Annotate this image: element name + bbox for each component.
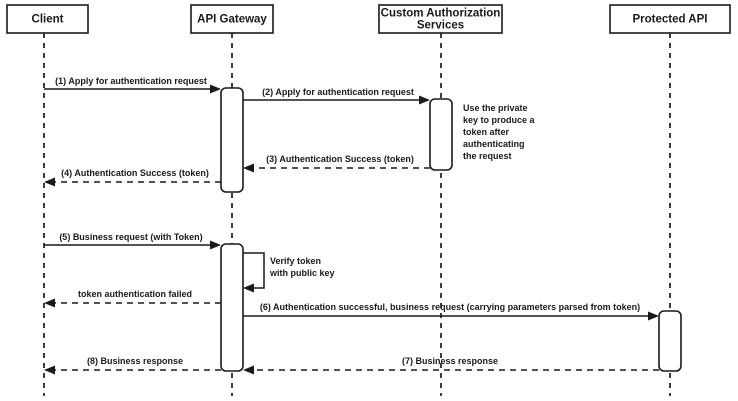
message-4-label: (4) Authentication Success (token) — [61, 168, 209, 178]
self-message-verify-token-line-1: Verify token — [270, 256, 321, 266]
message-3-label: (3) Authentication Success (token) — [266, 154, 414, 164]
message-1-label: (1) Apply for authentication request — [55, 76, 207, 86]
note-private-key-line-2: key to produce a — [463, 115, 536, 125]
message-2-label: (2) Apply for authentication request — [262, 87, 414, 97]
message-token-authentication-failed: token authentication failed — [44, 289, 221, 308]
message-5-label: (5) Business request (with Token) — [59, 232, 202, 242]
activation-custom-auth — [429, 98, 453, 171]
note-private-key-line-3: token after — [463, 127, 510, 137]
note-private-key-line-1: Use the private — [463, 103, 528, 113]
note-private-key-line-4: authenticating — [463, 139, 525, 149]
message-7-business-response: (7) Business response — [243, 356, 659, 375]
message-6-label: (6) Authentication successful, business … — [260, 302, 640, 312]
message-token-authentication-failed-label: token authentication failed — [78, 289, 192, 299]
participant-label-custom-auth-line1: Custom Authorization — [381, 8, 501, 20]
message-2-apply-for-authentication-request: (2) Apply for authentication request — [243, 87, 430, 105]
self-message-verify-token: Verify token with public key — [243, 252, 335, 293]
message-1-apply-for-authentication-request: (1) Apply for authentication request — [44, 76, 221, 94]
note-private-key: Use the private key to produce a token a… — [463, 103, 536, 161]
activation-protected-api — [658, 310, 682, 372]
participant-box-protected-api[interactable] — [609, 4, 731, 34]
participant-box-custom-auth[interactable] — [378, 4, 503, 34]
participant-label-api-gateway: API Gateway — [197, 14, 267, 26]
message-3-authentication-success-token: (3) Authentication Success (token) — [243, 154, 430, 173]
participant-box-client[interactable] — [6, 4, 89, 34]
message-5-business-request-with-token: (5) Business request (with Token) — [44, 232, 221, 250]
note-private-key-line-5: the request — [463, 151, 512, 161]
participant-label-client: Client — [32, 14, 64, 26]
message-8-business-response: (8) Business response — [44, 356, 221, 375]
activation-api-gateway-auth — [220, 87, 244, 193]
self-message-verify-token-line-2: with public key — [269, 268, 335, 278]
participant-label-custom-auth-line2: Services — [417, 20, 464, 32]
message-6-authentication-successful-business-request: (6) Authentication successful, business … — [243, 302, 659, 321]
participant-box-api-gateway[interactable] — [190, 4, 274, 34]
message-7-label: (7) Business response — [402, 356, 498, 366]
message-4-authentication-success-token: (4) Authentication Success (token) — [44, 168, 221, 187]
activation-api-gateway-business — [220, 243, 244, 372]
participant-label-protected-api: Protected API — [633, 14, 708, 26]
message-8-label: (8) Business response — [87, 356, 183, 366]
